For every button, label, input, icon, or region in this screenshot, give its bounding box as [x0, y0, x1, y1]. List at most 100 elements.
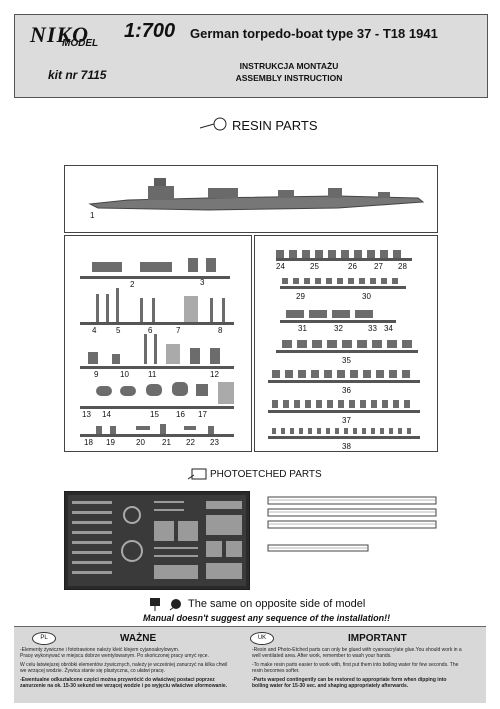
- resin-part: [188, 258, 198, 272]
- uk-text: -Resin and Photo-Etched parts can only b…: [252, 647, 462, 689]
- scale-label: 1:700: [124, 20, 176, 42]
- part-number: 29: [296, 292, 305, 301]
- part-number: 3: [200, 278, 205, 287]
- part-number: 21: [162, 438, 171, 447]
- sprue-bar: [280, 286, 406, 289]
- resin-fitting: [282, 278, 288, 284]
- part-number: 5: [116, 326, 121, 335]
- resin-fitting: [393, 400, 399, 408]
- part-number: 9: [94, 370, 99, 379]
- resin-fitting: [398, 428, 402, 434]
- resin-fitting: [312, 340, 322, 348]
- brand-sub: MODEL: [62, 38, 99, 49]
- resin-fitting: [389, 428, 393, 434]
- resin-fitting: [359, 278, 365, 284]
- resin-fitting: [392, 278, 398, 284]
- part-number: 15: [150, 410, 159, 419]
- resin-fitting: [371, 428, 375, 434]
- part-number-hull: 1: [90, 211, 95, 220]
- resin-part: [172, 382, 188, 396]
- pl-line: Pracę wykonywać w miejscu dobrze wentylo…: [20, 653, 209, 659]
- resin-fitting: [328, 250, 336, 258]
- brand-logo: NIKO: [30, 22, 90, 47]
- resin-fitting: [316, 400, 322, 408]
- resin-fitting: [363, 370, 371, 378]
- resin-fitting: [402, 370, 410, 378]
- resin-fitting: [335, 428, 339, 434]
- resin-fitting: [337, 278, 343, 284]
- part-number: 25: [310, 262, 319, 271]
- resin-fitting: [299, 428, 303, 434]
- resin-part: [218, 382, 234, 404]
- part-number: 8: [218, 326, 223, 335]
- resin-part: [152, 298, 155, 322]
- sprue-bar: [276, 258, 412, 261]
- resin-fitting: [360, 400, 366, 408]
- part-number: 23: [210, 438, 219, 447]
- resin-part: [160, 424, 166, 434]
- resin-fitting: [297, 340, 307, 348]
- resin-fitting: [344, 428, 348, 434]
- pl-title: WAŻNE: [120, 633, 157, 644]
- resin-part: [146, 384, 162, 396]
- part-number: 38: [342, 442, 351, 451]
- resin-fitting: [349, 400, 355, 408]
- resin-fitting: [355, 310, 373, 318]
- part-number: 4: [92, 326, 97, 335]
- resin-fitting: [302, 250, 310, 258]
- resin-fitting: [311, 370, 319, 378]
- sprue-bar: [268, 410, 420, 413]
- resin-fitting: [285, 370, 293, 378]
- header-panel: [14, 14, 488, 98]
- sprue-bar: [276, 350, 418, 353]
- part-number: 14: [102, 410, 111, 419]
- part-number: 35: [342, 356, 351, 365]
- resin-parts-title: RESIN PARTS: [232, 118, 318, 133]
- resin-part: [190, 348, 200, 364]
- part-number: 31: [298, 324, 307, 333]
- pl-badge: PL: [32, 632, 56, 645]
- sprue-bar: [80, 366, 234, 369]
- part-number: 33: [368, 324, 377, 333]
- sprue-bar: [80, 406, 234, 409]
- resin-fitting: [305, 400, 311, 408]
- resin-fitting: [387, 340, 397, 348]
- resin-fitting: [308, 428, 312, 434]
- resin-part: [222, 298, 225, 322]
- resin-fitting: [282, 340, 292, 348]
- part-number: 17: [198, 410, 207, 419]
- resin-fitting: [272, 400, 278, 408]
- resin-fitting: [324, 370, 332, 378]
- resin-part: [206, 258, 216, 272]
- resin-part: [210, 348, 220, 364]
- part-number: 2: [130, 280, 135, 289]
- resin-fitting: [327, 340, 337, 348]
- uk-title: IMPORTANT: [348, 633, 407, 644]
- resin-fitting: [371, 400, 377, 408]
- uk-line: -Resin and Photo-Etched parts can only b…: [252, 647, 462, 659]
- resin-fitting: [376, 370, 384, 378]
- part-number: 37: [342, 416, 351, 425]
- resin-part: [110, 426, 116, 434]
- photoetch-icon: [188, 468, 207, 480]
- part-number: 28: [398, 262, 407, 271]
- resin-fitting: [293, 278, 299, 284]
- sprue-bar: [80, 276, 230, 279]
- resin-fitting: [353, 428, 357, 434]
- part-number: 10: [120, 370, 129, 379]
- resin-part: [88, 352, 98, 364]
- resin-part: [140, 298, 143, 322]
- resin-part: [120, 386, 136, 396]
- photoetched-title: PHOTOETCHED PARTS: [210, 469, 322, 480]
- resin-part: [96, 294, 99, 322]
- part-number: 34: [384, 324, 393, 333]
- warning-text: Manual doesn't suggest any sequence of t…: [143, 613, 391, 623]
- part-number: 26: [348, 262, 357, 271]
- resin-fitting: [283, 400, 289, 408]
- resin-fitting: [382, 400, 388, 408]
- resin-fitting: [272, 370, 280, 378]
- resin-fitting: [309, 310, 327, 318]
- resin-part: [96, 386, 112, 396]
- resin-fitting: [380, 250, 388, 258]
- pl-line: W celu łatwiejszej obróbki elementów żyw…: [20, 662, 228, 674]
